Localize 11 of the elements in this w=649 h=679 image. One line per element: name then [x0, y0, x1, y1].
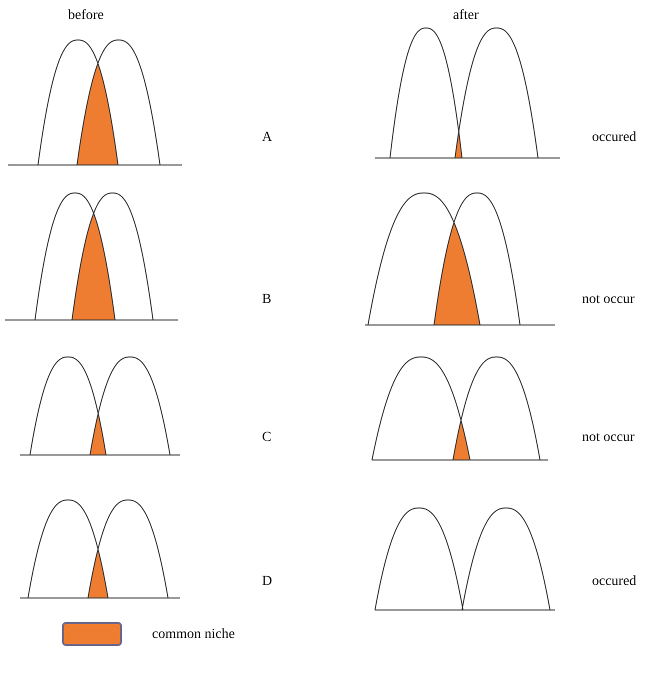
row-letter: D	[262, 574, 272, 590]
outcome-text: occured	[592, 130, 636, 146]
legend-text: common niche	[152, 627, 235, 643]
outcome-text: not occur	[582, 430, 634, 446]
row-letter: C	[262, 430, 272, 446]
row-letter: B	[262, 292, 272, 308]
column-heading: before	[68, 8, 104, 24]
row-letter: A	[262, 130, 272, 146]
column-heading: after	[453, 8, 479, 24]
outcome-text: occured	[592, 574, 636, 590]
outcome-text: not occur	[582, 292, 634, 308]
